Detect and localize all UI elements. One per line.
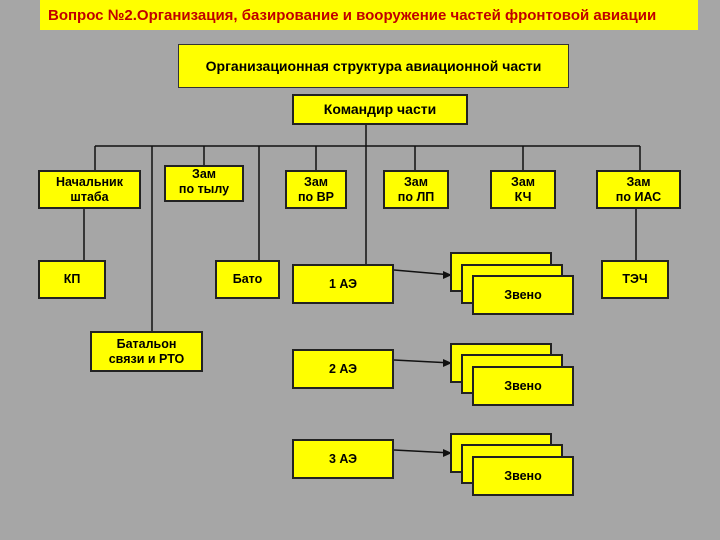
deputy-kch-box: Зам КЧ xyxy=(490,170,556,209)
commander-box: Командир части xyxy=(292,94,468,125)
deputy-lp-box: Зам по ЛП xyxy=(383,170,449,209)
deputy-rear-box: Зам по тылу xyxy=(164,165,244,202)
flight-box-1: Звено xyxy=(472,275,574,315)
comm-battalion-box: Батальон связи и РТО xyxy=(90,331,203,372)
diagram-subtitle: Организационная структура авиационной ча… xyxy=(178,44,569,88)
flight-box-3: Звено xyxy=(472,456,574,496)
flight-box-2: Звено xyxy=(472,366,574,406)
deputy-vr-box: Зам по ВР xyxy=(285,170,347,209)
page-title: Вопрос №2.Организация, базирование и воо… xyxy=(40,0,698,30)
tech-box: ТЭЧ xyxy=(601,260,669,299)
squadron-3-box: 3 АЭ xyxy=(292,439,394,479)
bato-box: Бато xyxy=(215,260,280,299)
squadron-2-box: 2 АЭ xyxy=(292,349,394,389)
deputy-ias-box: Зам по ИАС xyxy=(596,170,681,209)
chief-of-staff-box: Начальник штаба xyxy=(38,170,141,209)
kp-box: КП xyxy=(38,260,106,299)
squadron-1-box: 1 АЭ xyxy=(292,264,394,304)
